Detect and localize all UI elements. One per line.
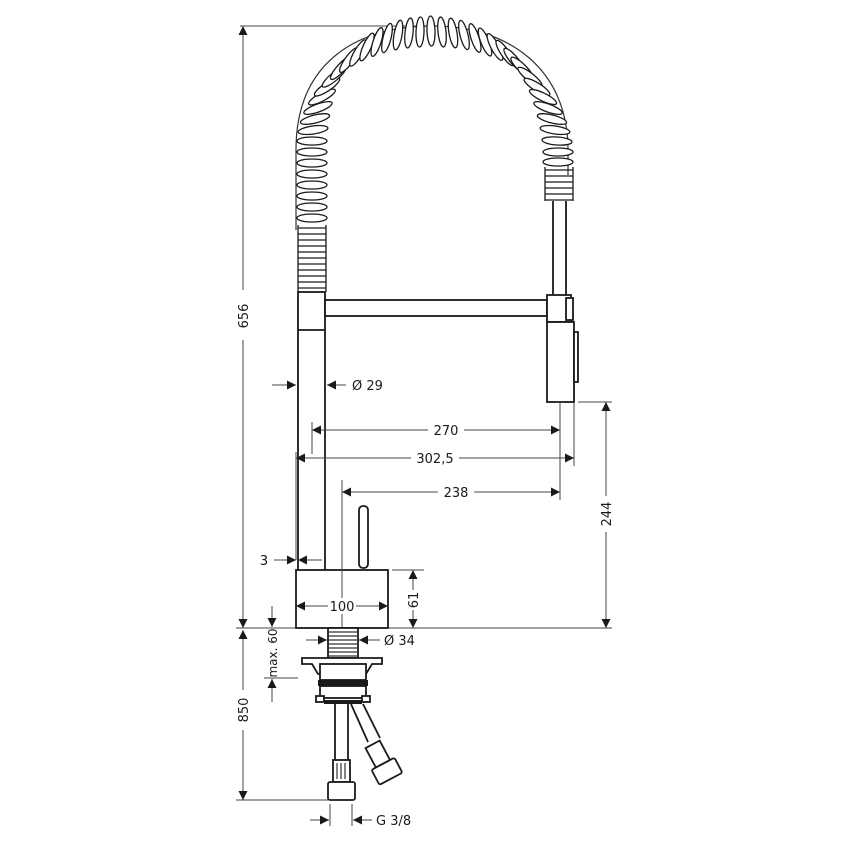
dimension-shank-diameter: Ø 34 xyxy=(306,634,415,649)
spray-head xyxy=(546,294,579,403)
dimension-hose-length: 850 xyxy=(234,630,328,801)
threaded-shank xyxy=(327,627,359,659)
mixer-lever xyxy=(358,505,369,569)
label-reach-302: 302,5 xyxy=(416,452,453,467)
label-reach-238: 238 xyxy=(444,486,469,501)
label-connection-thread: G 3/8 xyxy=(376,814,411,829)
label-base-height: 61 xyxy=(407,592,422,609)
spout-arm xyxy=(324,299,548,317)
dimension-outlet-height: 244 xyxy=(578,401,615,628)
dimension-base-height: 61 xyxy=(392,569,424,628)
label-reach-270: 270 xyxy=(434,424,459,439)
label-offset-3: 3 xyxy=(260,554,268,569)
label-shank-diameter: Ø 34 xyxy=(384,634,415,649)
dimension-connection-thread: G 3/8 xyxy=(310,804,411,829)
dimension-max-counter: max. 60 xyxy=(264,606,298,702)
label-column-diameter: Ø 29 xyxy=(352,379,383,394)
dimension-base-width: 100 xyxy=(296,598,388,615)
supply-hoses xyxy=(327,703,403,801)
dimension-reach-270: 270 xyxy=(311,402,561,500)
label-hose-length: 850 xyxy=(237,698,252,723)
label-outlet-height: 244 xyxy=(600,502,615,527)
dimension-reach-238: 238 xyxy=(342,483,560,501)
spring-hose xyxy=(295,15,574,296)
label-total-height: 656 xyxy=(237,304,252,329)
label-base-width: 100 xyxy=(330,600,355,615)
mounting-hardware xyxy=(301,657,383,704)
dimension-column-diameter: Ø 29 xyxy=(272,379,383,394)
dimension-reach-302: 302,5 xyxy=(295,402,575,560)
dimension-total-height: 656 xyxy=(228,25,440,628)
dimension-offset-3: 3 xyxy=(260,554,322,569)
label-max-counter: max. 60 xyxy=(266,628,280,677)
